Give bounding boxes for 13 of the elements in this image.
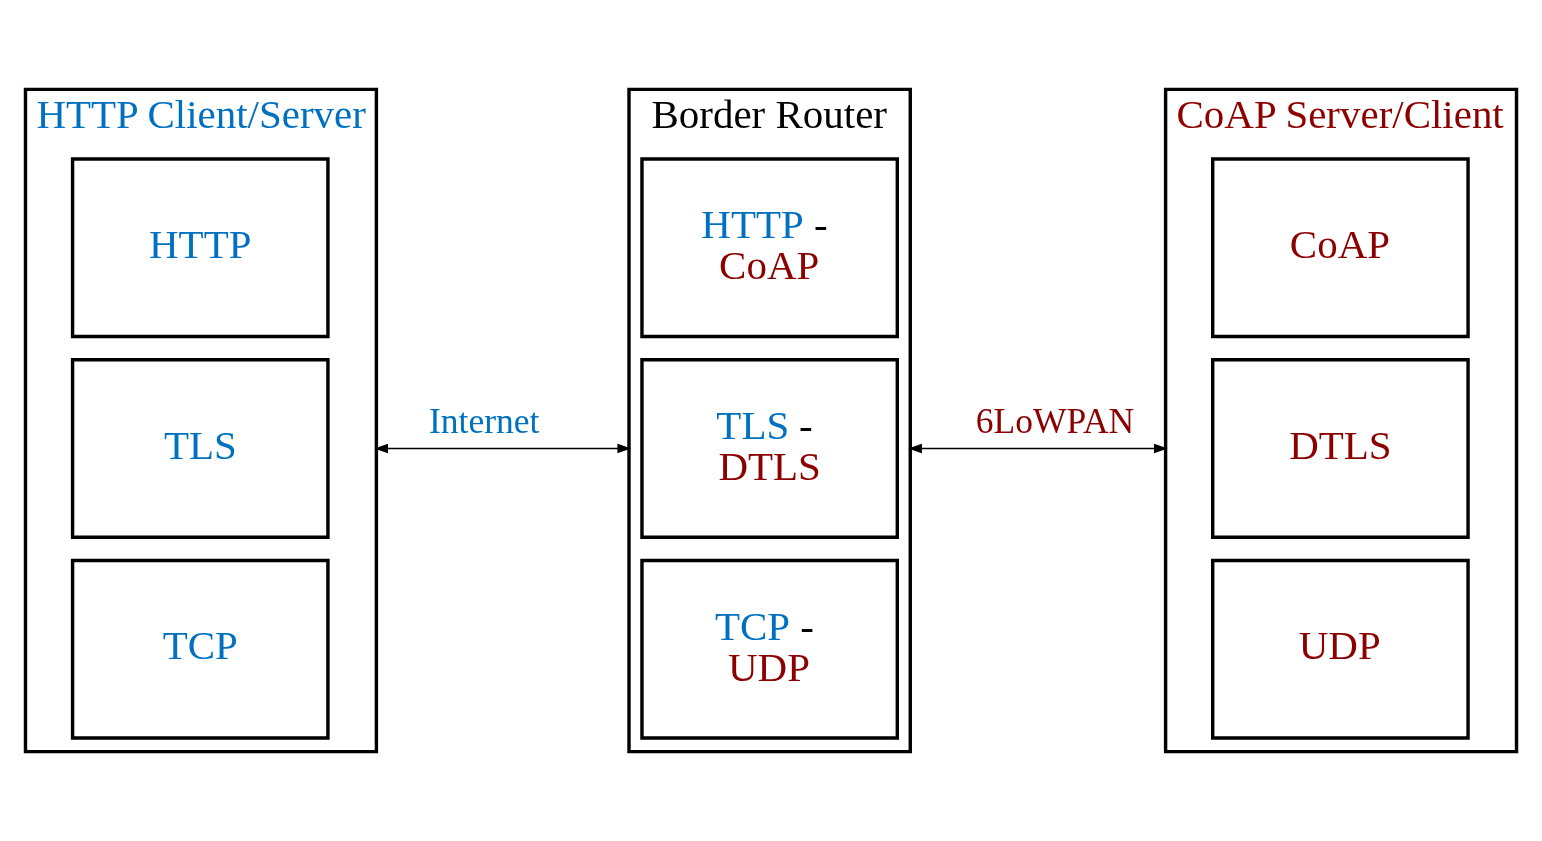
node-box: TLS - DTLS xyxy=(640,358,899,539)
node-box: TCP xyxy=(70,558,330,740)
node-box: TCP - UDP xyxy=(640,558,899,740)
node-box: CoAP xyxy=(1211,157,1470,339)
arrow xyxy=(374,443,632,454)
node-box: TLS xyxy=(70,358,330,539)
edge-label: Internet xyxy=(428,401,540,442)
node-box: HTTP - CoAP xyxy=(640,157,899,339)
node-box: UDP xyxy=(1211,558,1470,740)
node-box: DTLS xyxy=(1211,358,1470,539)
arrow xyxy=(908,443,1168,454)
edge-label: 6LoWPAN xyxy=(975,401,1135,442)
node-box: HTTP xyxy=(70,157,330,339)
